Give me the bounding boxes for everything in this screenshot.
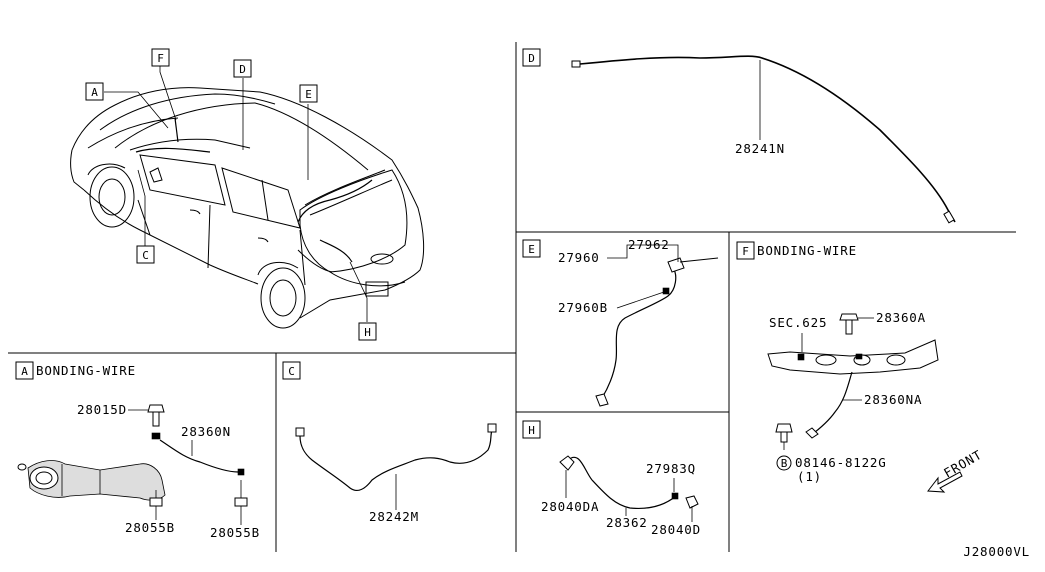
nut-28055B-left[interactable]: [149, 497, 163, 507]
callout-f-label: F: [157, 52, 164, 65]
callout-c[interactable]: C: [136, 245, 155, 264]
part-SEC625[interactable]: SEC.625: [769, 315, 827, 330]
panel-e: E 27962 27960 27960B: [522, 237, 719, 407]
bracket-sec625[interactable]: [767, 339, 939, 375]
panel-h-letter: H: [528, 424, 535, 437]
part-28055B-right[interactable]: 28055B: [210, 525, 260, 540]
callout-e[interactable]: E: [299, 84, 318, 103]
panel-a: A BONDING-WIRE 28015D 28360N 28055B 2805…: [15, 361, 260, 540]
part-27962[interactable]: 27962: [628, 237, 670, 252]
part-28360N[interactable]: 28360N: [181, 424, 231, 439]
callout-h-label: H: [364, 326, 371, 339]
part-28360NA[interactable]: 28360NA: [864, 392, 922, 407]
part-28241N[interactable]: 28241N: [735, 141, 785, 156]
part-28242M[interactable]: 28242M: [369, 509, 419, 524]
panel-h-letter-box[interactable]: H: [522, 420, 541, 439]
panel-c-letter-box[interactable]: C: [282, 361, 301, 380]
part-28055B-left[interactable]: 28055B: [125, 520, 175, 535]
vehicle-illustration: [70, 87, 425, 329]
bonding-wire-28360NA[interactable]: [809, 371, 853, 437]
panel-h: H 27983Q 28040DA 28362 28040D: [522, 420, 701, 537]
panel-a-title: BONDING-WIRE: [36, 363, 136, 378]
rear-antenna-cable[interactable]: [601, 267, 677, 399]
callout-f[interactable]: F: [151, 48, 170, 67]
part-28015D[interactable]: 28015D: [77, 402, 127, 417]
bonding-wire-28360N[interactable]: [159, 439, 239, 473]
panel-e-letter-box[interactable]: E: [522, 239, 541, 258]
panel-c-letter: C: [288, 365, 295, 378]
panel-a-letter-box[interactable]: A: [15, 361, 34, 380]
panel-f-letter: F: [742, 245, 749, 258]
callout-a-label: A: [91, 86, 98, 99]
part-27960[interactable]: 27960: [558, 250, 600, 265]
bolt-28360A[interactable]: [839, 313, 859, 321]
panel-f-title: BONDING-WIRE: [757, 243, 857, 258]
panel-d-letter-box[interactable]: D: [522, 48, 541, 67]
callout-leaders: [104, 66, 368, 322]
panel-c: C 28242M: [282, 361, 497, 524]
panel-d: D 28241N: [522, 48, 956, 224]
antenna-cable-28242M[interactable]: [299, 429, 493, 492]
bolt-08146[interactable]: [775, 423, 793, 433]
antenna-feeder-wire[interactable]: [579, 55, 956, 223]
panel-e-letter: E: [528, 243, 535, 256]
part-08146-8122G[interactable]: 08146-8122G: [795, 455, 887, 470]
bolt-symbol-b: B: [781, 457, 788, 470]
front-arrow-icon: [927, 471, 963, 493]
part-28040D[interactable]: 28040D: [651, 522, 701, 537]
bolt-28015D[interactable]: [147, 404, 165, 413]
front-label: FRONT: [941, 447, 985, 481]
panel-f: F BONDING-WIRE SEC.625 28360A 28360NA B …: [736, 241, 985, 493]
callout-e-label: E: [305, 88, 312, 101]
callout-c-label: C: [142, 249, 149, 262]
part-qty-1: (1): [797, 469, 822, 484]
part-28362[interactable]: 28362: [606, 515, 648, 530]
section-dividers: [8, 42, 1016, 552]
part-27960B[interactable]: 27960B: [558, 300, 608, 315]
part-28360A[interactable]: 28360A: [876, 310, 926, 325]
nut-28055B-right[interactable]: [234, 497, 248, 507]
part-28040DA[interactable]: 28040DA: [541, 499, 599, 514]
panel-a-letter: A: [21, 365, 28, 378]
callout-h[interactable]: H: [358, 322, 377, 341]
callout-a[interactable]: A: [85, 82, 104, 101]
ground-strap-wire[interactable]: [567, 456, 677, 510]
callout-d-label: D: [239, 63, 246, 76]
callout-d[interactable]: D: [233, 59, 252, 78]
diagram-id: J28000VL: [963, 544, 1030, 559]
panel-f-letter-box[interactable]: F: [736, 241, 755, 260]
panel-d-letter: D: [528, 52, 535, 65]
part-27983Q[interactable]: 27983Q: [646, 461, 696, 476]
